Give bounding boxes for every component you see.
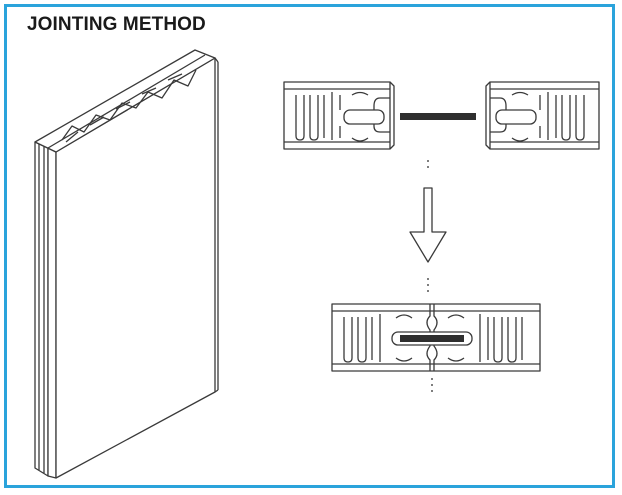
- panel-section-left: [283, 81, 395, 150]
- down-arrow-icon: [409, 187, 447, 263]
- diagram-title: JOINTING METHOD: [27, 14, 206, 35]
- joined-panel-section: [331, 303, 541, 372]
- panel-section-right: [485, 81, 600, 150]
- hollow-core-panel-icon: [34, 49, 219, 479]
- connector-strip-icon: [400, 113, 476, 120]
